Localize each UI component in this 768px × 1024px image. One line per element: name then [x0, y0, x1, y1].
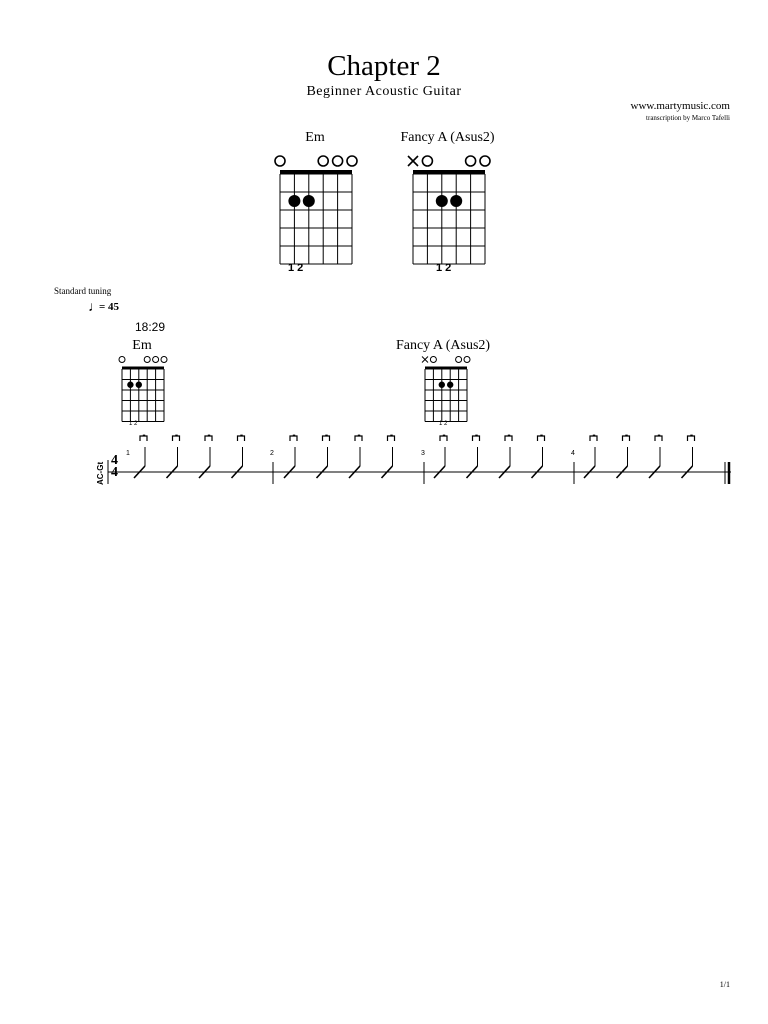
finger-dot — [127, 381, 134, 388]
downstroke-icon — [171, 435, 181, 441]
strum-slash — [433, 465, 446, 479]
downstroke-icon — [654, 435, 663, 441]
page-subtitle: Beginner Acoustic Guitar — [306, 84, 462, 99]
open-string-icon — [274, 155, 286, 167]
open-string-icon — [160, 356, 168, 363]
staff-chord-diagram-fancy-a — [421, 356, 471, 422]
open-string-icon — [143, 356, 151, 363]
downstroke-icon — [354, 435, 363, 441]
strum-slash — [283, 465, 296, 479]
finger-dot — [288, 195, 301, 207]
quarter-note-icon: ♩ — [88, 300, 102, 315]
open-string-icon — [479, 155, 491, 167]
downstroke-icon — [536, 435, 546, 441]
downstroke-icon — [321, 435, 331, 441]
tempo-marking: = 45 — [99, 301, 120, 313]
staff-chord-fingering-fancy-a: 1 2 — [439, 421, 448, 427]
open-string-icon — [331, 155, 344, 167]
finger-dot — [447, 381, 454, 388]
timestamp: 18:29 — [135, 320, 166, 334]
strum-slash — [348, 465, 361, 479]
staff-chord-name-em: Em — [132, 338, 152, 353]
strum-slash — [583, 465, 596, 479]
downstroke-icon — [139, 435, 148, 441]
measure-number-4: 4 — [571, 450, 575, 457]
downstroke-icon — [589, 435, 598, 441]
strum-slash — [648, 465, 661, 479]
strum-slash — [615, 465, 629, 479]
open-string-icon — [152, 356, 160, 363]
open-string-icon — [463, 356, 471, 363]
finger-dot — [435, 195, 448, 207]
website-credit: www.martymusic.com — [630, 100, 731, 112]
measure-number-3: 3 — [421, 450, 425, 457]
staff-chord-fingering-em: 1 2 — [129, 421, 138, 427]
chord-diagram-fancy-a — [407, 155, 491, 265]
strum-slash — [530, 465, 544, 479]
open-string-icon — [421, 155, 434, 167]
page-number: 1/1 — [719, 980, 730, 989]
chord-diagram-em — [274, 155, 358, 265]
strum-slash — [680, 465, 694, 479]
staff-chord-name-fancy-a: Fancy A (Asus2) — [395, 338, 491, 353]
measure-number-2: 2 — [270, 450, 274, 457]
nut — [280, 170, 352, 174]
strum-slash — [133, 465, 146, 479]
open-string-icon — [429, 356, 437, 363]
chord-diagram-name-fancy-a: Fancy A (Asus2) — [400, 130, 495, 145]
open-string-icon — [317, 155, 330, 167]
downstroke-icon — [386, 435, 396, 441]
strum-slash — [465, 465, 479, 479]
downstroke-icon — [439, 435, 448, 441]
nut — [413, 170, 485, 174]
strum-marks — [133, 434, 696, 479]
muted-string-icon — [407, 155, 419, 167]
tuning-label: Standard tuning — [54, 286, 112, 296]
staff-chord-diagram-em — [118, 356, 168, 422]
finger-dot — [302, 195, 315, 207]
downstroke-icon — [236, 435, 246, 441]
open-string-icon — [118, 356, 126, 363]
open-string-icon — [346, 155, 358, 167]
muted-string-icon — [421, 356, 429, 363]
strum-slash — [230, 465, 244, 479]
transcription-credit: transcription by Marco Tafelli — [646, 114, 730, 122]
nut — [425, 366, 467, 369]
measure-number-1: 1 — [126, 450, 130, 457]
chord-diagram-fingering-fancy-a: 1 2 — [436, 262, 452, 274]
time-signature-top: 4 — [111, 453, 118, 468]
strum-slash — [380, 465, 394, 479]
strum-slash — [498, 465, 511, 479]
downstroke-icon — [686, 435, 696, 441]
downstroke-icon — [289, 435, 298, 441]
page-title: Chapter 2 — [327, 50, 441, 82]
downstroke-icon — [471, 435, 481, 441]
open-string-icon — [455, 356, 463, 363]
finger-dot — [450, 195, 463, 207]
chord-diagram-name-em: Em — [305, 130, 325, 145]
chord-diagram-fingering-em: 1 2 — [288, 262, 304, 274]
downstroke-icon — [621, 435, 631, 441]
rhythm-staff — [107, 460, 731, 484]
finger-dot — [438, 381, 445, 388]
downstroke-icon — [204, 435, 213, 441]
nut — [122, 366, 164, 369]
downstroke-icon — [504, 435, 513, 441]
open-string-icon — [464, 155, 477, 167]
strum-slash — [198, 465, 211, 479]
strum-slash — [165, 465, 179, 479]
strum-slash — [315, 465, 329, 479]
finger-dot — [135, 381, 142, 388]
